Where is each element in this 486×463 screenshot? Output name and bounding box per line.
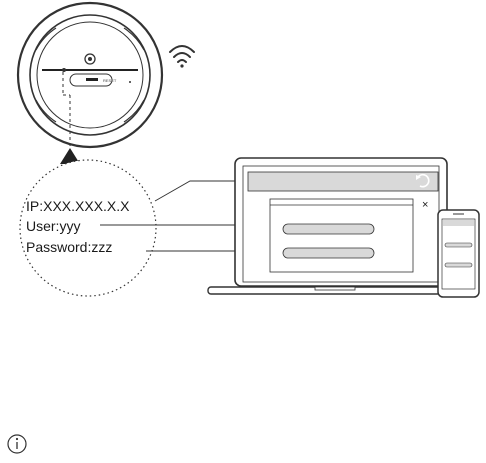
laptop: × [208,158,468,294]
phone-address-bar[interactable] [443,220,474,226]
router-port-dot [62,68,66,72]
router-reset-label: RESET [103,78,117,83]
ip-leader-line [155,181,248,201]
router-device: RESET [18,3,162,147]
wifi-icon [170,46,194,68]
browser-address-bar[interactable] [248,172,438,191]
phone [438,210,479,297]
phone-username-field[interactable] [445,243,472,247]
phone-screen [442,219,475,289]
router-indicator-dot [129,81,131,83]
router-reset-hole [86,78,98,81]
ip-text: IP:XXX.XXX.X.X [26,198,130,214]
login-dialog [270,199,413,272]
dialog-close-icon[interactable]: × [422,199,428,211]
laptop-base-notch [315,287,355,290]
password-text: Password:zzz [26,239,112,255]
phone-password-field[interactable] [445,263,472,267]
password-field[interactable] [283,248,374,258]
username-field[interactable] [283,224,374,234]
info-icon [8,435,26,453]
router-knob-center [88,57,92,61]
user-text: User:yyy [26,218,80,234]
